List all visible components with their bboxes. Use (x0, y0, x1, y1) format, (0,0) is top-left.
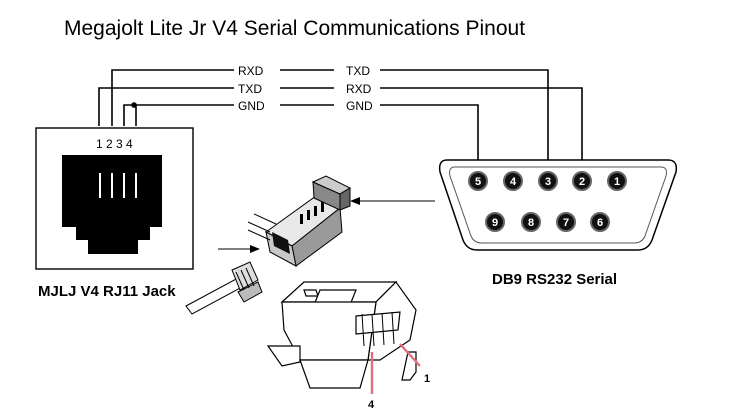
db9-pin-3-label: 3 (545, 176, 551, 188)
rj11-opening (62, 155, 162, 254)
arrow-db9-to-adapter (350, 197, 435, 205)
diagram-title: Megajolt Lite Jr V4 Serial Communication… (64, 17, 525, 40)
db9-pin-6 (590, 212, 610, 232)
db9-pin-8 (521, 212, 541, 232)
db9-pin-9 (485, 212, 505, 232)
db9-pin-4-label: 4 (510, 176, 517, 188)
rj11-plug-small (185, 261, 263, 315)
db9-pin-8-label: 8 (528, 217, 534, 229)
rj11-caption: MJLJ V4 RJ11 Jack (38, 283, 176, 300)
db9-caption: DB9 RS232 Serial (492, 271, 617, 288)
arrow-plug-to-adapter (218, 245, 260, 253)
db9-pin-4 (503, 171, 523, 191)
db9-pin-9-label: 9 (492, 217, 498, 229)
rj11-contacts (99, 173, 137, 198)
db9-pin-1-label: 1 (614, 176, 620, 188)
wire-1-right-label: TXD (346, 64, 370, 78)
rj11-pin-labels: 1 2 3 4 (96, 137, 133, 151)
gnd-junction-dot (131, 102, 137, 108)
db9-pin-6-label: 6 (597, 217, 603, 229)
wire-2-right-label: RXD (346, 82, 372, 96)
db9-pin-3 (538, 171, 558, 191)
plug-pin-4-label: 4 (368, 399, 375, 411)
wire-gnd (123, 104, 479, 168)
wire-1-left-label: RXD (238, 64, 264, 78)
wire-2-left-label: TXD (238, 82, 262, 96)
plug-pin-1-label: 1 (424, 373, 430, 385)
rj11-plug-detail (266, 281, 417, 389)
wire-3-left-label: GND (238, 99, 265, 113)
db9-rj11-adapter (247, 175, 352, 267)
db9-pin-7 (556, 212, 576, 232)
db9-pin-2-label: 2 (579, 176, 585, 188)
wire-3-right-label: GND (346, 99, 373, 113)
db9-pin-7-label: 7 (563, 217, 569, 229)
db9-pin-5-label: 5 (475, 176, 481, 188)
db9-pin-2 (572, 171, 592, 191)
plug-pin-markers (370, 343, 421, 394)
db9-pins: 5 4 3 2 1 9 8 7 6 (468, 171, 627, 232)
wire-rxd-txd (111, 69, 549, 168)
rj11-jack: 1 2 3 4 (35, 127, 194, 270)
wire-labels: RXD TXD TXD RXD GND GND (234, 62, 380, 113)
db9-pin-1 (607, 171, 627, 191)
db9-pin-5 (468, 171, 488, 191)
